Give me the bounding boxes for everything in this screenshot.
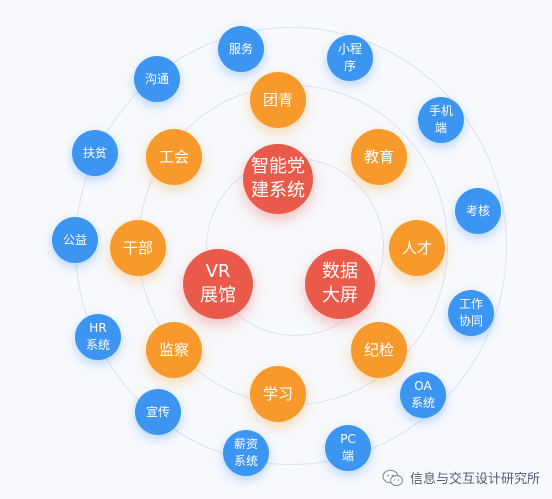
node-xinzi: 薪资 系统 [223, 430, 269, 476]
node-gongzuo: 工作 协同 [448, 290, 494, 336]
wechat-icon [382, 469, 404, 486]
node-goutong: 沟通 [134, 56, 180, 102]
node-kaohe: 考核 [455, 188, 501, 234]
node-fuwu: 服务 [218, 26, 264, 72]
node-xuexi: 学习 [250, 366, 306, 422]
node-gonghui: 工会 [146, 129, 202, 185]
node-jiancha: 监察 [146, 322, 202, 378]
node-rencai: 人才 [389, 220, 445, 276]
node-party-system: 智能党 建系统 [243, 144, 313, 214]
node-ganbu: 干部 [110, 220, 166, 276]
watermark: 信息与交互设计研究所 [382, 468, 540, 487]
node-hr: HR 系统 [75, 314, 121, 360]
node-gongyi: 公益 [52, 217, 98, 263]
node-vr-hall: VR 展馆 [183, 249, 253, 319]
node-oa: OA 系统 [400, 372, 446, 418]
node-tuanqing: 团青 [250, 72, 306, 128]
node-jiaoyu: 教育 [351, 129, 407, 185]
node-xuanchuan: 宣传 [135, 389, 181, 435]
node-shoujiduan: 手机 端 [418, 97, 464, 143]
watermark-text: 信息与交互设计研究所 [409, 472, 540, 487]
node-jijian: 纪检 [351, 322, 407, 378]
node-xiaochengxu: 小程 序 [327, 35, 373, 81]
node-fupin: 扶贫 [72, 130, 118, 176]
node-pc: PC 端 [325, 425, 371, 471]
node-data-screen: 数据 大屏 [305, 249, 375, 319]
